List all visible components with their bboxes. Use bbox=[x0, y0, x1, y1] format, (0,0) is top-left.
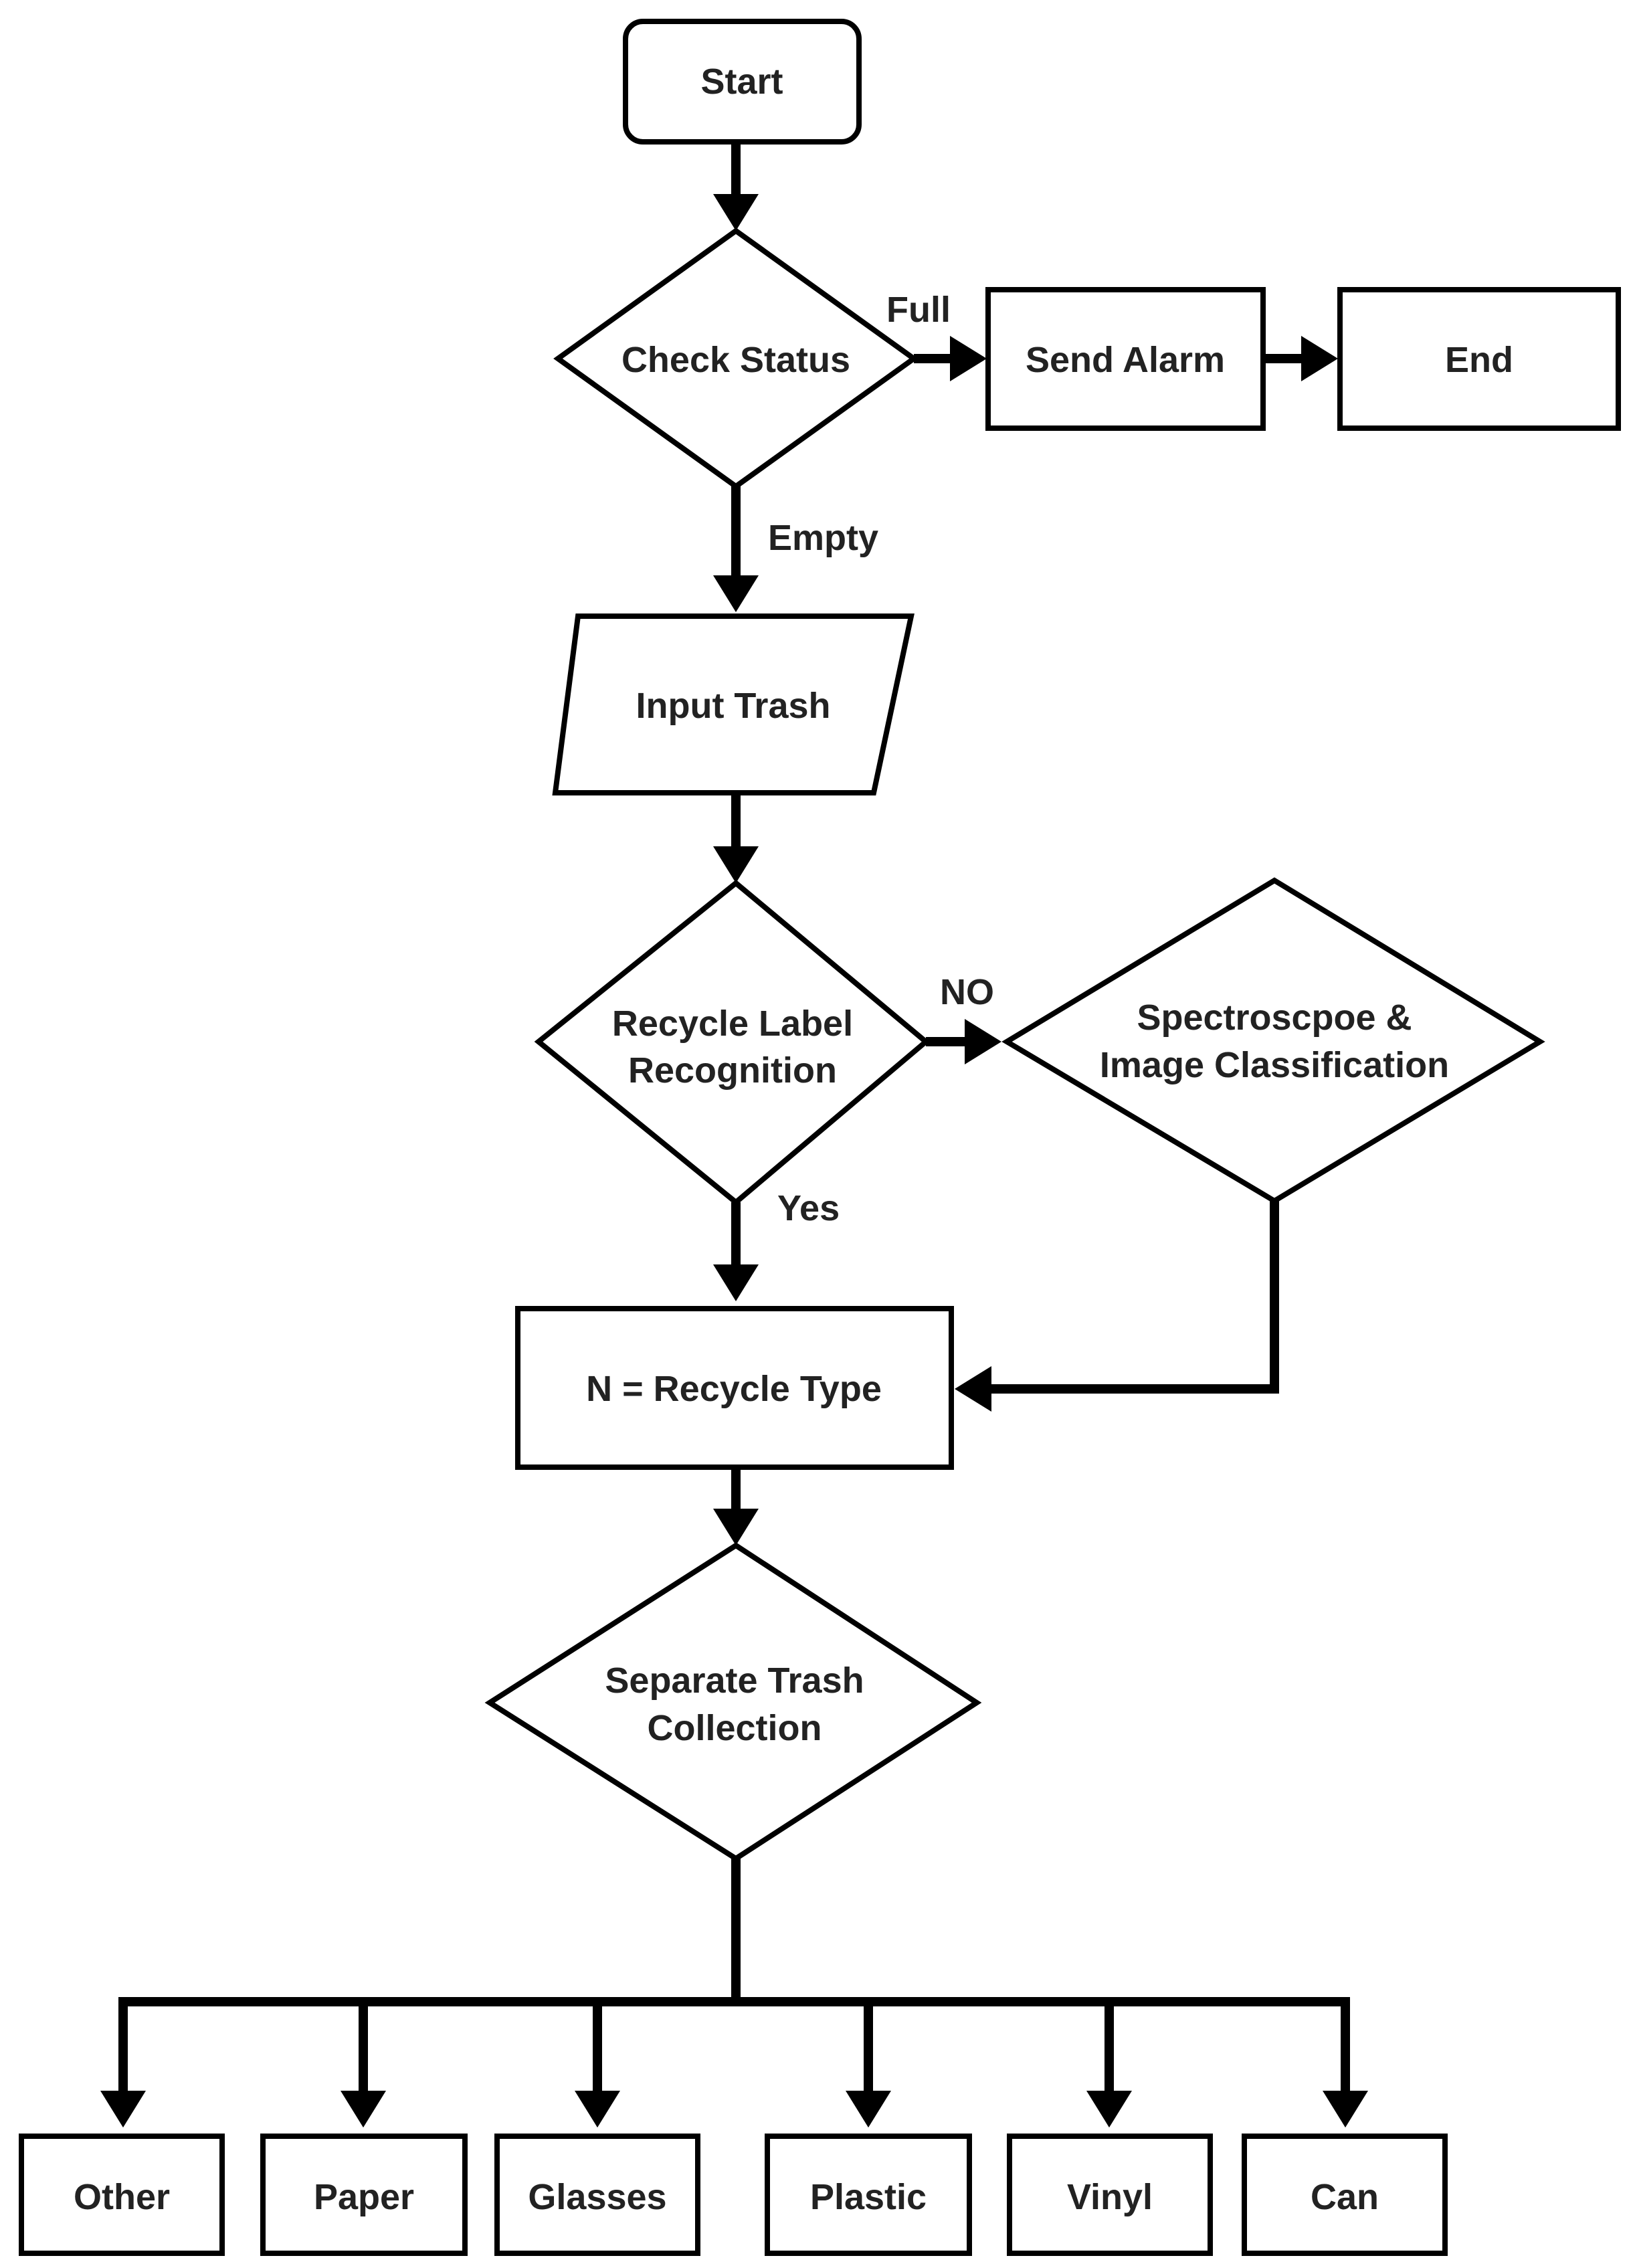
node-end: End bbox=[1337, 287, 1621, 431]
node-end-label: End bbox=[1445, 340, 1513, 380]
category-paper: Paper bbox=[260, 2134, 468, 2256]
connector-alarm-to-end bbox=[1263, 336, 1338, 381]
connector-start-to-check bbox=[713, 142, 759, 231]
node-spectroscopy: Spectroscpoe & Image Classification bbox=[1001, 877, 1545, 1204]
node-recycle-type: N = Recycle Type bbox=[515, 1306, 954, 1470]
connector-check-to-alarm bbox=[914, 336, 987, 381]
category-plastic: Plastic bbox=[765, 2134, 972, 2256]
connector-to-can bbox=[1323, 2002, 1368, 2128]
node-start-label: Start bbox=[700, 62, 783, 102]
connector-separate-to-categories bbox=[100, 1859, 1368, 2128]
connector-to-glasses bbox=[575, 2002, 620, 2128]
node-recycle-type-label: N = Recycle Type bbox=[586, 1369, 882, 1409]
category-plastic-label: Plastic bbox=[810, 2177, 927, 2217]
edge-label-no: NO bbox=[940, 972, 994, 1012]
node-input-trash-label: Input Trash bbox=[636, 686, 830, 726]
category-glasses-label: Glasses bbox=[528, 2177, 666, 2217]
edge-label-full: Full bbox=[886, 290, 951, 330]
node-input-trash: Input Trash bbox=[552, 613, 915, 795]
node-send-alarm: Send Alarm bbox=[985, 287, 1266, 431]
category-can: Can bbox=[1242, 2134, 1448, 2256]
connector-recognition-to-type bbox=[713, 1202, 759, 1301]
node-separate-trash: Separate Trash Collection bbox=[484, 1542, 982, 1862]
node-spectroscopy-line2: Image Classification bbox=[1100, 1045, 1449, 1085]
connector-spectroscopy-to-type bbox=[955, 1201, 1279, 1412]
node-spectroscopy-line1: Spectroscpoe & bbox=[1137, 998, 1412, 1038]
connector-type-to-separate bbox=[713, 1467, 759, 1545]
node-recycle-label-recognition: Recycle Label Recognition bbox=[534, 879, 931, 1206]
category-other-label: Other bbox=[74, 2177, 170, 2217]
node-recycle-label-line2: Recognition bbox=[628, 1050, 837, 1091]
category-other: Other bbox=[19, 2134, 225, 2256]
edge-label-empty: Empty bbox=[768, 518, 878, 558]
edge-label-yes: Yes bbox=[777, 1188, 840, 1228]
node-check-status: Check Status bbox=[553, 227, 919, 490]
node-send-alarm-label: Send Alarm bbox=[1026, 340, 1225, 380]
category-glasses: Glasses bbox=[494, 2134, 700, 2256]
category-paper-label: Paper bbox=[314, 2177, 414, 2217]
category-vinyl: Vinyl bbox=[1007, 2134, 1213, 2256]
node-separate-trash-line1: Separate Trash bbox=[605, 1661, 864, 1701]
node-recycle-label-line1: Recycle Label bbox=[612, 1004, 853, 1044]
connector-to-vinyl bbox=[1086, 2002, 1132, 2128]
node-separate-trash-line2: Collection bbox=[647, 1708, 822, 1748]
category-vinyl-label: Vinyl bbox=[1067, 2177, 1153, 2217]
node-start: Start bbox=[623, 19, 862, 145]
category-can-label: Can bbox=[1311, 2177, 1379, 2217]
connector-to-paper bbox=[341, 2002, 386, 2128]
connector-to-plastic bbox=[846, 2002, 891, 2128]
connector-check-to-input bbox=[713, 486, 759, 612]
connector-input-to-recognition bbox=[713, 793, 759, 883]
node-check-status-label: Check Status bbox=[621, 340, 850, 380]
connector-to-other bbox=[100, 2002, 146, 2128]
connector-recognition-to-spectroscopy bbox=[926, 1019, 1001, 1064]
